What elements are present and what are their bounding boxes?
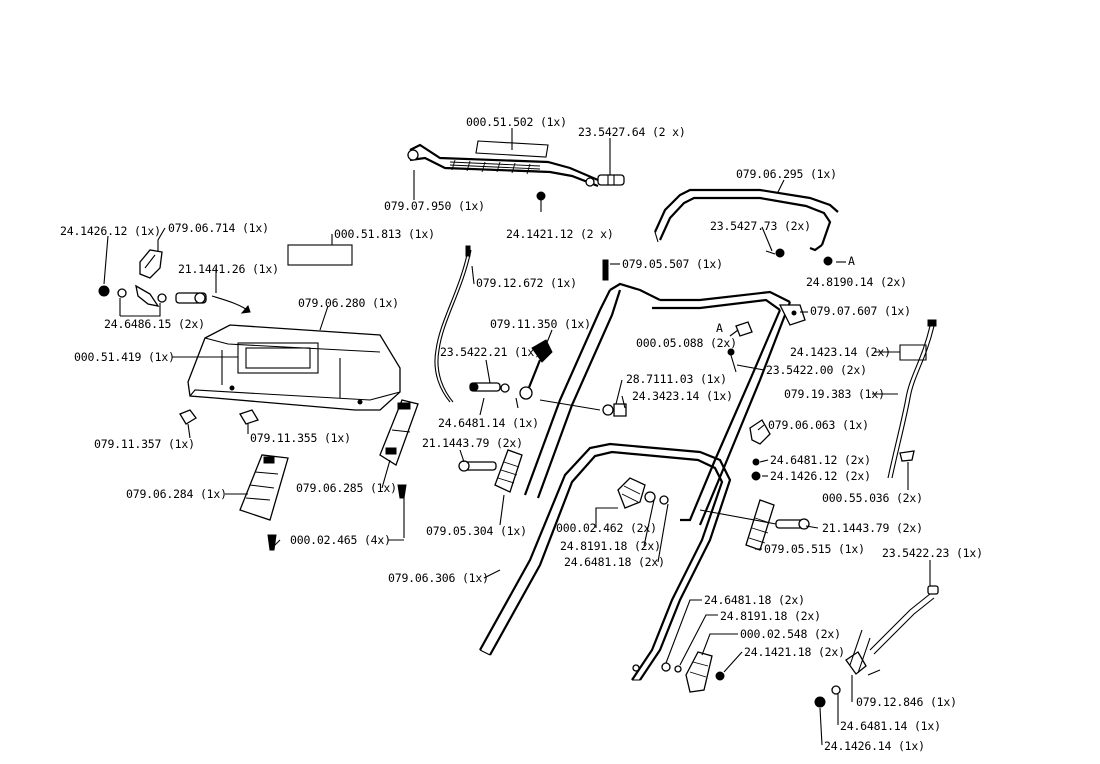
label-24-6481-12: 24.6481.12 (2x): [770, 453, 871, 467]
drive-lever: [749, 419, 771, 481]
label-000-02-548: 000.02.548 (2x): [740, 627, 841, 641]
label-000-02-465: 000.02.465 (4x): [290, 533, 391, 547]
label-21-1443-79-b: 21.1443.79 (2x): [822, 521, 923, 535]
label-24-1426-14: 24.1426.14 (1x): [824, 739, 925, 753]
label-23-5427-73: 23.5427.73 (2x): [710, 219, 811, 233]
label-079-07-950: 079.07.950 (1x): [384, 199, 485, 213]
knob-left: [458, 449, 523, 493]
label-24-3423-14: 24.3423.14 (1x): [632, 389, 733, 403]
label-079-06-285: 079.06.285 (1x): [296, 481, 397, 495]
lower-handle: [479, 442, 732, 681]
label-079-19-383: 079.19.383 (1x): [784, 387, 885, 401]
bolt-bracket-lower: [814, 585, 939, 708]
label-000-55-036: 000.55.036 (2x): [822, 491, 923, 505]
decal-plate: [287, 244, 353, 266]
knob-lower-right: [661, 651, 725, 693]
knob-center: [617, 477, 669, 509]
control-lever: [469, 339, 553, 409]
left-lever-assembly: [98, 249, 207, 307]
label-079-11-357: 079.11.357 (1x): [94, 437, 195, 451]
label-000-51-502: 000.51.502 (1x): [466, 115, 567, 129]
label-079-05-304: 079.05.304 (1x): [426, 524, 527, 538]
upper-handle-left: [523, 259, 661, 499]
drive-cable: [887, 319, 937, 479]
control-housing: [187, 295, 401, 411]
label-24-6481-14-b: 24.6481.14 (1x): [840, 719, 941, 733]
label-24-6486-15: 24.6486.15 (2x): [104, 317, 205, 331]
nut-000-55-036: [899, 450, 915, 462]
label-000-02-462: 000.02.462 (2x): [556, 521, 657, 535]
label-23-5422-23: 23.5422.23 (1x): [882, 546, 983, 560]
label-079-06-280: 079.06.280 (1x): [298, 296, 399, 310]
label-079-06-063: 079.06.063 (1x): [768, 418, 869, 432]
label-079-11-355: 079.11.355 (1x): [250, 431, 351, 445]
label-23-5427-64: 23.5427.64 (2 x): [578, 125, 686, 139]
label-24-6481-18-a: 24.6481.18 (2x): [564, 555, 665, 569]
label-24-8191-18-a: 24.8191.18 (2x): [560, 539, 661, 553]
label-079-05-515: 079.05.515 (1x): [764, 542, 865, 556]
label-a-marker-2: A: [716, 321, 723, 335]
label-24-1426-12-a: 24.1426.12 (1x): [60, 224, 161, 238]
label-24-6481-18-b: 24.6481.18 (2x): [704, 593, 805, 607]
label-079-07-607: 079.07.607 (1x): [810, 304, 911, 318]
label-28-7111-03: 28.7111.03 (1x): [626, 372, 727, 386]
cable-guide-left: [239, 454, 289, 551]
clip-left: [179, 409, 197, 425]
label-079-06-284: 079.06.284 (1x): [126, 487, 227, 501]
label-24-1421-12: 24.1421.12 (2 x): [506, 227, 614, 241]
label-000-51-813: 000.51.813 (1x): [334, 227, 435, 241]
label-24-1421-18: 24.1421.18 (2x): [744, 645, 845, 659]
knob-right: [699, 499, 810, 551]
label-000-51-419: 000.51.419 (1x): [74, 350, 175, 364]
label-000-05-088: 000.05.088 (2x): [636, 336, 737, 350]
label-079-06-295: 079.06.295 (1x): [736, 167, 837, 181]
label-24-6481-14: 24.6481.14 (1x): [438, 416, 539, 430]
label-079-05-507: 079.05.507 (1x): [622, 257, 723, 271]
upper-bail: [653, 188, 839, 266]
label-24-1426-12-b: 24.1426.12 (2x): [770, 469, 871, 483]
clip-middle: [239, 409, 259, 425]
label-24-8191-18-b: 24.8191.18 (2x): [720, 609, 821, 623]
label-24-8190-14: 24.8190.14 (2x): [806, 275, 907, 289]
label-24-1423-14: 24.1423.14 (2x): [790, 345, 891, 359]
label-23-5422-21: 23.5422.21 (1x): [440, 345, 541, 359]
part-labels: 000.51.502 (1x) 23.5427.64 (2 x) 079.07.…: [60, 115, 983, 753]
label-079-12-672: 079.12.672 (1x): [476, 276, 577, 290]
label-21-1441-26: 21.1441.26 (1x): [178, 262, 279, 276]
leader-lines: [103, 128, 931, 746]
label-21-1443-79-a: 21.1443.79 (2x): [422, 436, 523, 450]
label-a-marker: A: [848, 254, 855, 268]
throttle-cable: [434, 245, 472, 403]
upper-handle-right: [652, 290, 806, 526]
label-079-12-846: 079.12.846 (1x): [856, 695, 957, 709]
label-079-06-714: 079.06.714 (1x): [168, 221, 269, 235]
label-079-11-350: 079.11.350 (1x): [490, 317, 591, 331]
label-079-06-306: 079.06.306 (1x): [388, 571, 489, 585]
cable-guide-right: [379, 399, 419, 499]
top-handle-bar: [407, 140, 625, 188]
pin-000-05-088: [727, 321, 753, 373]
center-hardware: [539, 399, 627, 417]
label-23-5422-00: 23.5422.00 (2x): [766, 363, 867, 377]
